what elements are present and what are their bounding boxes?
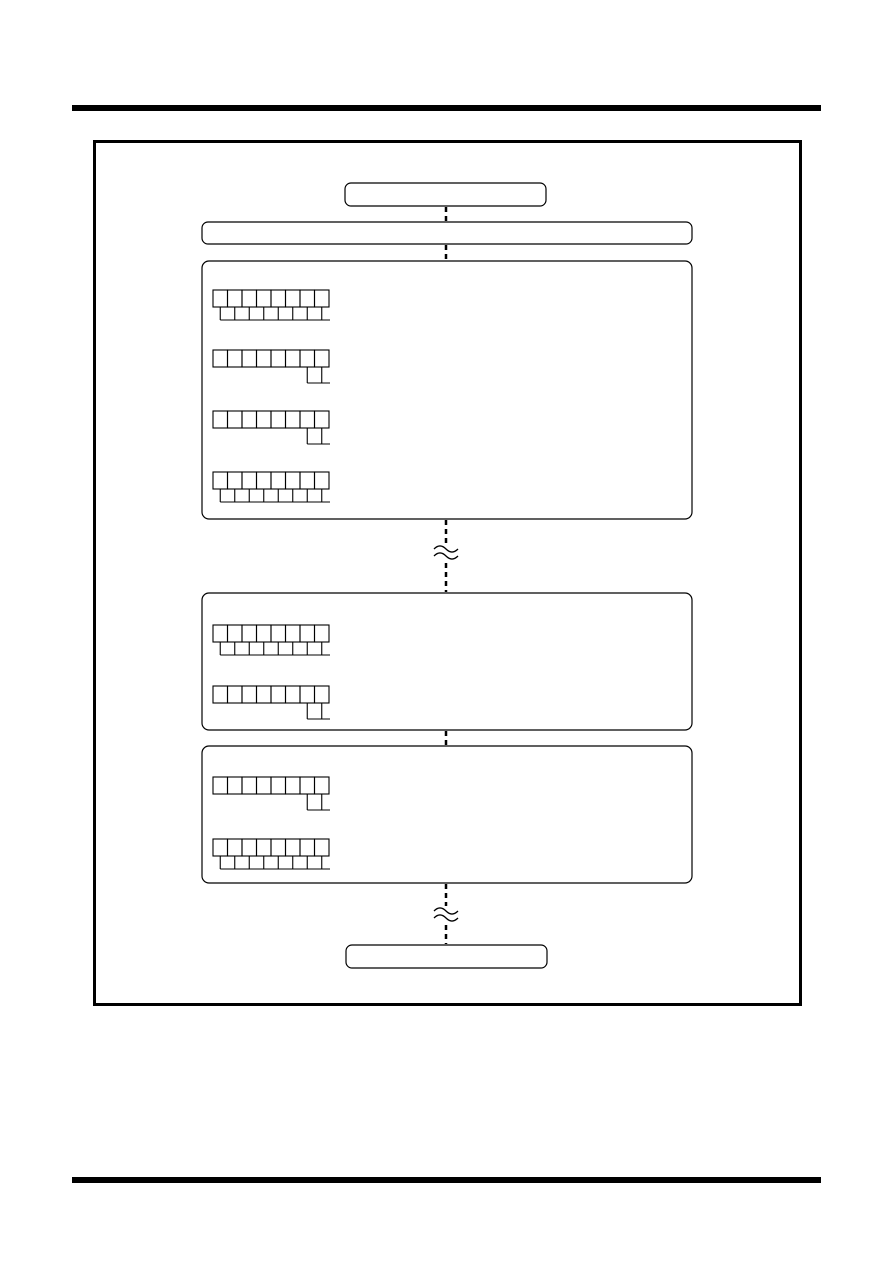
figure-frame [93,140,802,1006]
register-bit-box [241,289,258,308]
register-bit-box [313,624,330,643]
register-bit-box [241,776,258,795]
register-bit-box [212,838,229,857]
register-bit-box [255,349,272,368]
register-group-2 [201,592,693,731]
register-diagram [212,838,330,870]
register-bit-box [284,776,301,795]
register-bit-box [212,410,229,429]
register-bit-box [241,624,258,643]
register-diagram [212,685,330,720]
register-bit-box [270,349,287,368]
register-bit-box [241,410,258,429]
register-bit-box [270,685,287,704]
register-bit-box [212,289,229,308]
register-bit-box [270,289,287,308]
register-bit-box [255,624,272,643]
register-bit-box [212,685,229,704]
register-bit-box [241,838,258,857]
register-bit-box [313,410,330,429]
register-bit-box [255,776,272,795]
register-bit-box [284,410,301,429]
register-bit-box [299,624,316,643]
register-bit-box [284,838,301,857]
register-bit-box [226,410,243,429]
register-bit-box [226,349,243,368]
register-diagram [212,410,330,445]
register-bit-box [212,349,229,368]
register-bit-box [299,289,316,308]
register-bit-box [270,776,287,795]
register-bit-box [270,471,287,490]
register-diagram [212,289,330,321]
register-bit-box [313,838,330,857]
register-bit-box [313,289,330,308]
register-bit-box [270,410,287,429]
register-bit-box [284,685,301,704]
register-bit-box [299,776,316,795]
register-bit-box [284,349,301,368]
register-diagram [212,776,330,811]
register-bit-box [313,685,330,704]
register-bit-box [284,289,301,308]
start-terminal [344,182,547,207]
register-bit-box [255,471,272,490]
register-bit-box [212,471,229,490]
register-bit-box [313,349,330,368]
omission-break-icon [433,545,459,560]
register-bit-box [284,624,301,643]
register-bit-box [226,838,243,857]
register-bit-box [299,349,316,368]
register-diagram [212,471,330,503]
omission-break-icon [433,907,459,922]
register-bit-box [241,349,258,368]
register-bit-box [255,289,272,308]
register-bit-box [313,471,330,490]
register-bit-box [255,838,272,857]
register-bit-box [212,624,229,643]
register-bit-box [270,624,287,643]
register-bit-box [299,838,316,857]
register-bit-box [226,471,243,490]
bottom-rule [72,1177,821,1183]
register-bit-box [299,685,316,704]
register-group-1 [201,260,693,520]
register-bit-box [226,289,243,308]
register-diagrams [212,289,330,870]
register-bit-box [212,776,229,795]
register-bit-box [226,624,243,643]
register-bit-box [284,471,301,490]
register-bit-box [313,776,330,795]
register-bit-box [241,471,258,490]
register-bit-box [299,471,316,490]
register-bit-box [270,838,287,857]
register-bit-box [226,776,243,795]
register-bit-box [241,685,258,704]
register-bit-box [255,685,272,704]
top-rule [72,105,821,111]
register-bit-box [255,410,272,429]
end-terminal [345,944,548,969]
init-process-box [201,221,693,245]
register-bit-box [226,685,243,704]
register-group-3 [201,745,693,884]
register-diagram [212,349,330,384]
register-diagram [212,624,330,656]
register-bit-box [299,410,316,429]
